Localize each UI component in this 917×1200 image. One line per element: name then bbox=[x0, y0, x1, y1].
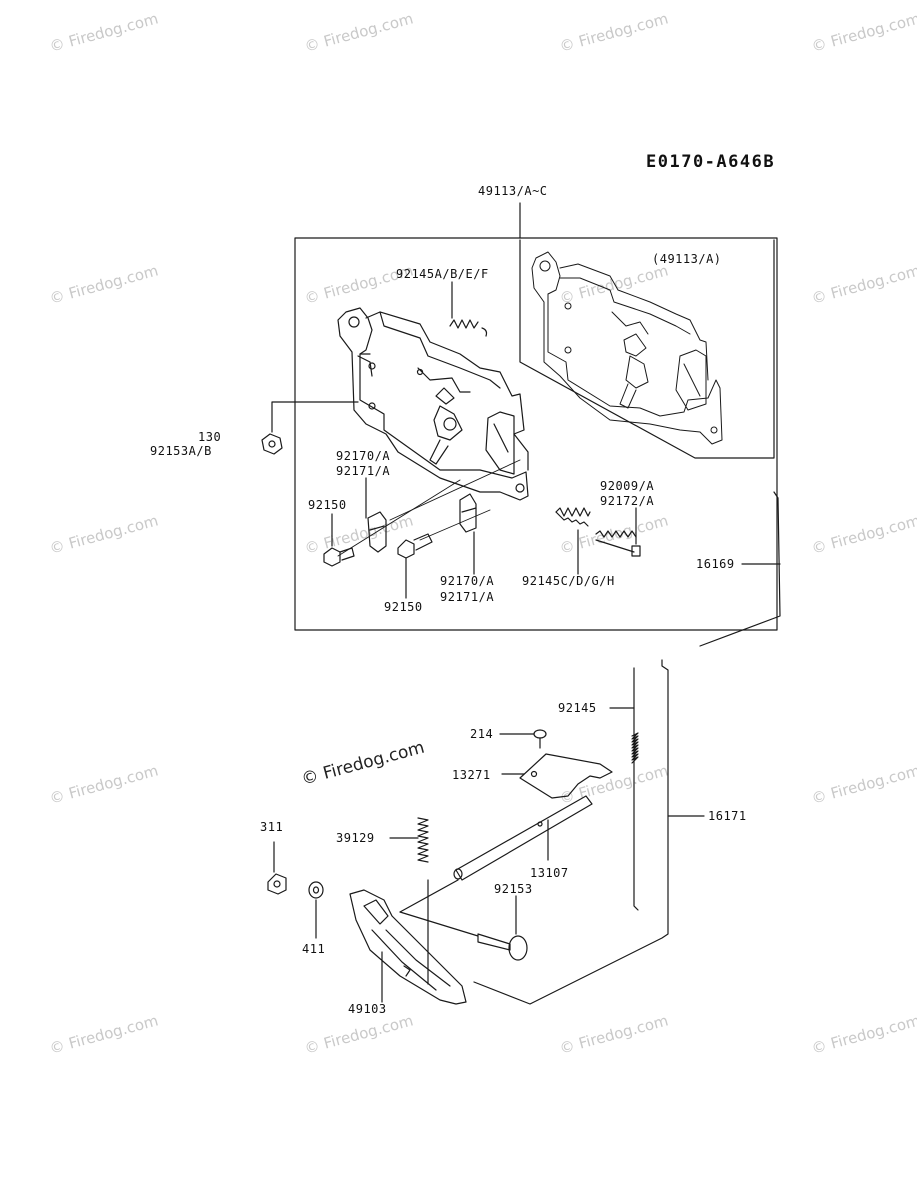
label-bolt-lower: 92150 bbox=[384, 600, 423, 614]
label-shaft-13107: 13107 bbox=[530, 866, 569, 880]
bolt-92153 bbox=[400, 896, 527, 960]
label-clip-upper-1: 92170/A bbox=[336, 449, 391, 463]
label-clip-upper-2: 92171/A bbox=[336, 464, 391, 478]
spring-39129 bbox=[390, 818, 428, 862]
inset-plate bbox=[532, 252, 722, 444]
rod-16169 bbox=[700, 492, 780, 646]
label-spring-lower: 92145C/D/G/H bbox=[522, 574, 615, 588]
plate-13271 bbox=[502, 754, 612, 798]
screw-right bbox=[596, 508, 640, 556]
washer-411 bbox=[309, 882, 323, 938]
screw-214 bbox=[500, 730, 546, 748]
label-bolt-92153: 92153 bbox=[494, 882, 533, 896]
control-plate bbox=[338, 308, 528, 500]
clip-upper bbox=[366, 478, 386, 552]
label-washer-411: 411 bbox=[302, 942, 326, 956]
label-clip-lower-2: 92171/A bbox=[440, 590, 495, 604]
label-nut-311: 311 bbox=[260, 820, 284, 834]
assembly-frame bbox=[295, 238, 777, 630]
label-screw-right-1: 92009/A bbox=[600, 479, 655, 493]
lever-49103 bbox=[350, 880, 466, 1004]
label-lever-49103: 49103 bbox=[348, 1002, 387, 1016]
label-bolt-left: 92150 bbox=[308, 498, 347, 512]
label-plate-13271: 13271 bbox=[452, 768, 491, 782]
label-spring-top: 92145A/B/E/F bbox=[396, 267, 489, 281]
bolt-left bbox=[324, 514, 354, 566]
spring-top bbox=[450, 282, 487, 336]
label-screw-right-2: 92172/A bbox=[600, 494, 655, 508]
inset-frame bbox=[520, 240, 774, 458]
label-nut-92153: 92153A/B bbox=[150, 444, 212, 458]
assembly-guides bbox=[338, 460, 520, 556]
label-inset-variant: (49113/A) bbox=[652, 252, 722, 266]
nut-311 bbox=[268, 842, 286, 894]
spring-lower bbox=[556, 508, 590, 574]
nut-130 bbox=[262, 402, 358, 454]
rod-spring-92145 bbox=[610, 668, 638, 910]
label-assembly-top: 49113/A~C bbox=[478, 184, 548, 198]
label-spring-92145: 92145 bbox=[558, 701, 597, 715]
rod-16171 bbox=[474, 660, 704, 1004]
label-rod-16171: 16171 bbox=[708, 809, 747, 823]
clip-lower bbox=[460, 494, 476, 574]
bolt-lower bbox=[398, 534, 432, 598]
diagram-code: E0170-A646B bbox=[646, 152, 776, 172]
shaft-13107 bbox=[454, 796, 592, 880]
label-screw-214: 214 bbox=[470, 727, 494, 741]
label-clip-lower-1: 92170/A bbox=[440, 574, 495, 588]
label-nut-130: 130 bbox=[198, 430, 222, 444]
label-spring-39129: 39129 bbox=[336, 831, 375, 845]
label-rod-16169: 16169 bbox=[696, 557, 735, 571]
